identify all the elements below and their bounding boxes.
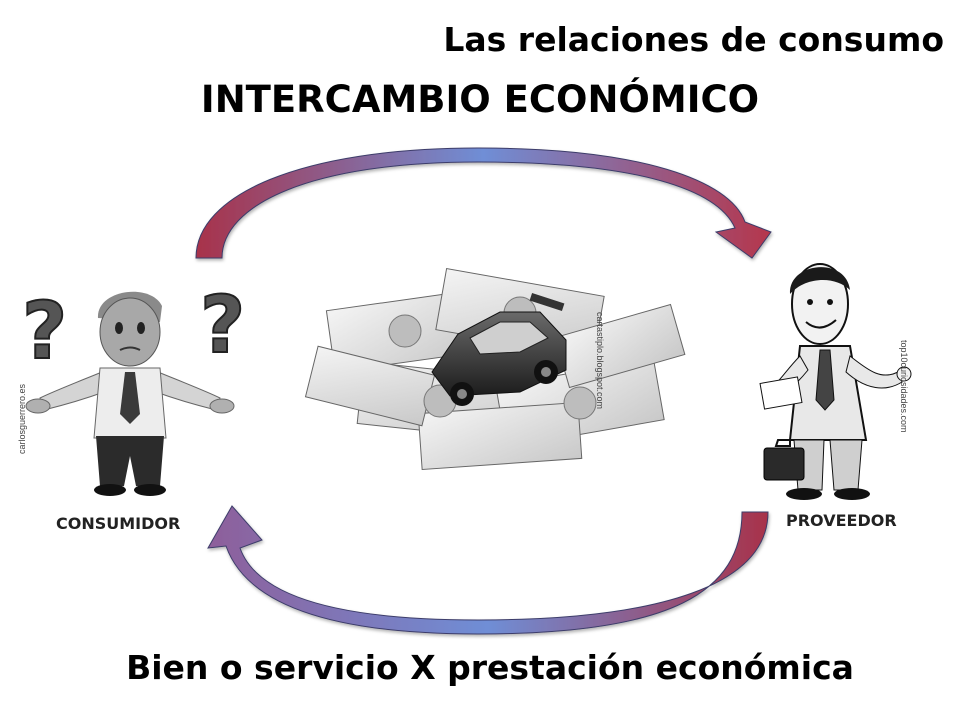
image-credit-left: carlosguerrero.es <box>17 383 27 454</box>
diagram-subtitle: INTERCAMBIO ECONÓMICO <box>200 78 760 121</box>
arrow-to-consumer <box>207 505 769 635</box>
slide-title: Las relaciones de consumo <box>443 20 944 59</box>
arrow-to-provider <box>195 147 772 259</box>
image-credit-center: cartastiplo.blogspot.com <box>595 312 605 410</box>
image-credit-right: top10curiosidades.com <box>899 340 909 433</box>
svg-text:?: ? <box>200 281 245 371</box>
money-and-car <box>304 267 686 471</box>
provider-label: PROVEEDOR <box>786 511 897 530</box>
consumer-label: CONSUMIDOR <box>56 514 181 533</box>
consumer-figure: ? ? <box>21 280 246 496</box>
provider-figure <box>759 263 912 500</box>
question-mark-icon: ? <box>199 280 246 372</box>
question-mark-icon: ? <box>21 286 68 378</box>
exchange-caption: Bien o servicio X prestación económica <box>126 648 854 687</box>
svg-text:?: ? <box>22 287 67 377</box>
toy-car-icon <box>431 292 567 406</box>
briefcase-icon <box>763 439 805 481</box>
